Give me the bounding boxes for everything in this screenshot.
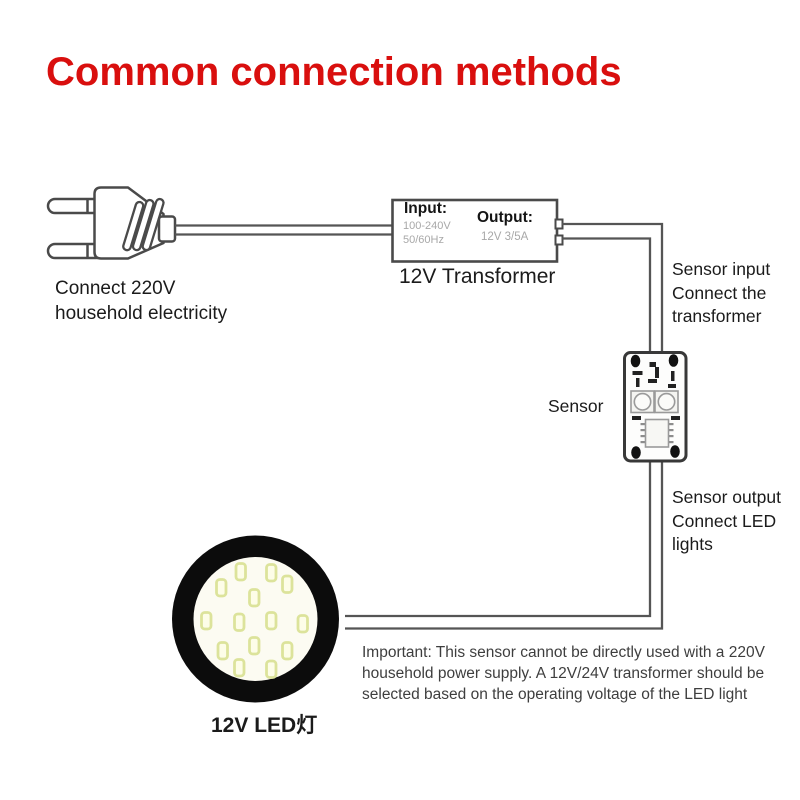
ic-pins — [640, 423, 674, 444]
ic-pin — [640, 429, 646, 432]
wire-line — [562, 237, 652, 353]
sensor-smd-components — [632, 362, 680, 420]
sensor-terminal-circle — [633, 392, 652, 411]
sensor-board — [623, 351, 688, 463]
led-chip — [296, 614, 309, 634]
sensor-hole — [668, 354, 679, 367]
page-title: Common connection methods — [46, 50, 622, 94]
led-chip — [233, 658, 246, 678]
transformer-label: 12V Transformer — [399, 265, 556, 288]
sensor-label: Sensor — [548, 396, 604, 416]
transformer-output-label: Output: — [477, 209, 533, 226]
ic-pin — [668, 423, 674, 426]
transformer-output-value: 12V 3/5A — [481, 231, 529, 243]
led-chip — [216, 641, 229, 661]
sensor-mounting-holes — [630, 354, 680, 459]
led-chip — [234, 562, 247, 582]
ic-pin — [640, 441, 646, 444]
transformer-input-value: 100-240V 50/60Hz — [403, 220, 451, 246]
led-chip — [281, 641, 294, 661]
transformer-box — [391, 198, 564, 263]
ic-pin — [668, 441, 674, 444]
led-chip — [215, 578, 228, 598]
smd-part — [668, 384, 676, 388]
plug-grip-ridges — [122, 197, 165, 252]
plug-label: Connect 220V household electricity — [55, 278, 228, 324]
led-chip — [265, 563, 278, 583]
led-chips — [200, 562, 309, 679]
transformer-output-tab — [554, 218, 564, 230]
sensor-terminal-circle — [657, 392, 676, 411]
important-note: Important: This sensor cannot be directl… — [362, 644, 765, 703]
plug-strain-relief — [157, 215, 177, 243]
smd-pad — [671, 416, 680, 420]
led-lamp — [172, 535, 339, 703]
led-label: 12V LED灯 — [211, 714, 318, 737]
transformer-outline — [391, 198, 559, 263]
ic-pin — [668, 435, 674, 438]
plug-ridge — [141, 197, 165, 252]
sensor-terminals — [630, 390, 679, 414]
led-chip — [281, 574, 294, 594]
transformer-to-sensor-wire — [562, 222, 664, 353]
plug-ridge — [131, 198, 155, 252]
smd-part — [648, 379, 657, 383]
led-chip — [248, 636, 261, 656]
transformer-input-label: Input: — [404, 200, 448, 217]
sensor-output-note: Sensor output Connect LED lights — [672, 487, 781, 554]
sensor-hole — [630, 354, 641, 368]
led-chip — [265, 611, 278, 631]
led-chip — [248, 588, 261, 608]
sensor-ic-chip — [640, 418, 674, 448]
ic-pin — [640, 423, 646, 426]
smd-part — [671, 371, 675, 381]
sensor-hole — [631, 446, 641, 459]
ic-pin — [640, 435, 646, 438]
power-plug — [46, 186, 177, 260]
ic-body — [644, 418, 670, 448]
smd-part — [636, 378, 640, 387]
smd-pad — [632, 416, 641, 420]
led-chip — [265, 659, 278, 679]
wire-line — [345, 461, 664, 630]
power-cable — [175, 224, 393, 236]
sensor-to-led-wire — [345, 461, 664, 630]
wire-line — [345, 461, 652, 618]
wire-line — [562, 222, 664, 353]
led-chip — [200, 611, 213, 631]
transformer-output-tab — [554, 234, 564, 246]
plug-ridge — [122, 200, 145, 252]
smd-part — [655, 367, 659, 378]
sensor-input-note: Sensor input Connect the transformer — [672, 259, 771, 326]
ic-pin — [668, 429, 674, 432]
sensor-hole — [670, 445, 680, 458]
smd-part — [632, 371, 643, 375]
led-chip — [233, 612, 246, 632]
smd-part — [649, 362, 656, 367]
